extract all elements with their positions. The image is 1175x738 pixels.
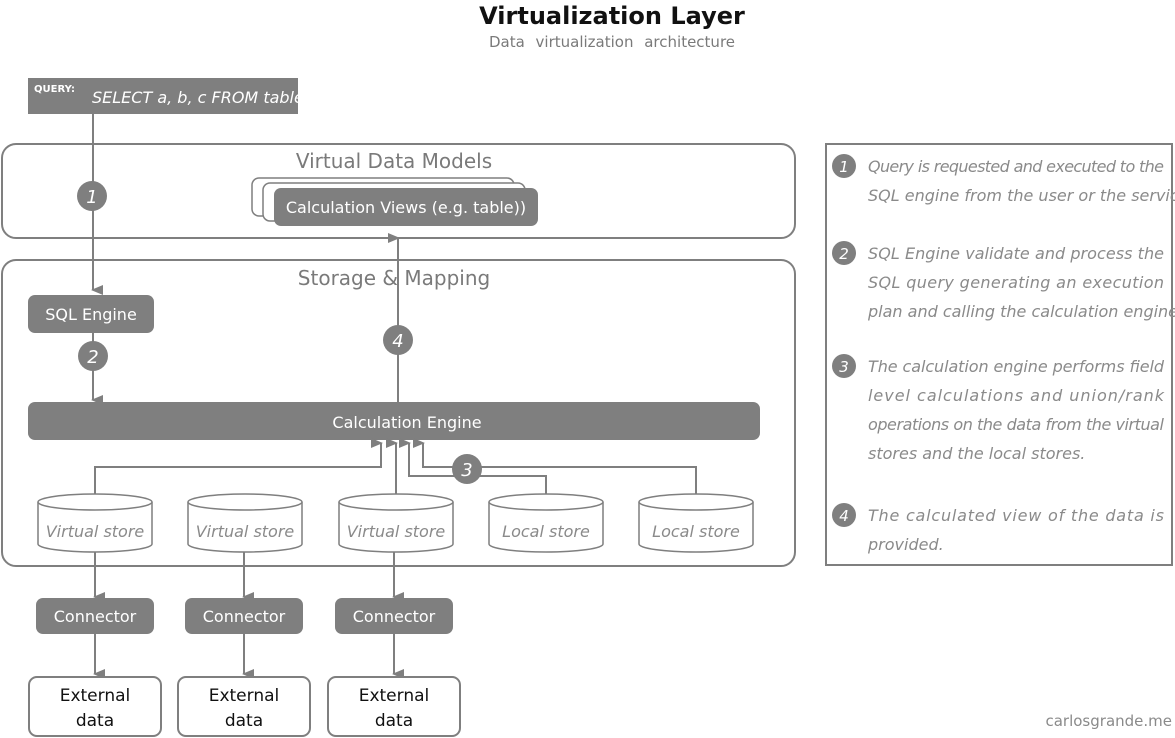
external-data-label: External xyxy=(60,686,131,706)
svg-text:1: 1 xyxy=(86,187,97,208)
badge-step-2: 2 xyxy=(78,341,108,371)
store-label: Virtual store xyxy=(196,522,295,541)
legend-panel xyxy=(825,143,1173,566)
external-data-box: External data xyxy=(327,676,461,737)
legend-item: 2 SQL Engine validate and process theSQL … xyxy=(832,241,1175,321)
query-label: QUERY: xyxy=(34,84,75,95)
storage-mapping-title: Storage & Mapping xyxy=(298,266,490,290)
sql-engine-label: SQL Engine xyxy=(45,305,137,324)
svg-text:2: 2 xyxy=(87,347,98,368)
external-data-box: External data xyxy=(28,676,162,737)
legend-text-line: Query is requested and executed to the xyxy=(868,157,1164,176)
flow-store-1 xyxy=(94,438,383,495)
svg-text:4: 4 xyxy=(839,507,849,525)
query-text: SELECT a, b, c FROM table xyxy=(92,88,304,107)
legend-item: 4 The calculated view of the data is provi… xyxy=(832,503,1164,554)
legend-text-line: stores and the local stores. xyxy=(868,444,1085,463)
store-cylinder: Virtual store xyxy=(187,493,303,553)
badge-step-1: 1 xyxy=(77,181,107,211)
legend-text-line: provided. xyxy=(867,535,944,554)
connector-box: Connector xyxy=(185,598,303,634)
legend-step-badge: 4 xyxy=(832,503,856,527)
legend-step-badge: 1 xyxy=(832,154,856,178)
badge-step-3: 3 xyxy=(452,454,482,484)
external-data-label: data xyxy=(225,711,263,731)
store-cylinder: Virtual store xyxy=(37,493,153,553)
store-cylinder: Local store xyxy=(638,493,754,553)
connector-box: Connector xyxy=(36,598,154,634)
legend-text-line: SQL Engine validate and process the xyxy=(868,244,1164,263)
external-data-label: External xyxy=(209,686,280,706)
connector-box: Connector xyxy=(335,598,453,634)
legend-text-line: The calculated view of the data is xyxy=(868,506,1164,525)
svg-text:1: 1 xyxy=(839,158,849,176)
legend-item: 3 The calculation engine performs field le… xyxy=(832,354,1165,463)
svg-text:3: 3 xyxy=(461,460,472,481)
external-data-label: External xyxy=(359,686,430,706)
calculation-engine-label: Calculation Engine xyxy=(332,413,481,432)
badge-step-4: 4 xyxy=(383,325,413,355)
flow-store-5 xyxy=(413,438,697,495)
virtual-data-models-title: Virtual Data Models xyxy=(296,149,492,173)
store-cylinder: Virtual store xyxy=(338,493,454,553)
legend-text-line: plan and calling the calculation engine. xyxy=(867,302,1175,321)
external-data-box: External data xyxy=(177,676,311,737)
store-cylinder: Local store xyxy=(488,493,604,553)
calculation-views-stack: Calculation Views (e.g. table)) xyxy=(251,177,538,226)
legend-step-badge: 2 xyxy=(832,241,856,265)
svg-text:2: 2 xyxy=(839,245,849,263)
connector-label: Connector xyxy=(203,607,286,626)
external-data-label: data xyxy=(76,711,114,731)
query-bar: QUERY: SELECT a, b, c FROM table xyxy=(28,78,304,114)
legend-text-line: SQL query generating an execution xyxy=(868,273,1164,292)
legend-text-line: SQL engine from the user or the service. xyxy=(868,186,1175,205)
svg-text:4: 4 xyxy=(392,331,403,352)
store-label: Virtual store xyxy=(347,522,446,541)
connector-label: Connector xyxy=(54,607,137,626)
page-subtitle: Data virtualization architecture xyxy=(489,33,735,51)
external-data-label: data xyxy=(375,711,413,731)
legend-item: 1 Query is requested and executed to theS… xyxy=(832,154,1175,205)
store-label: Local store xyxy=(652,522,740,541)
page-title: Virtualization Layer xyxy=(479,2,745,30)
calculation-engine-box: Calculation Engine xyxy=(28,402,760,440)
legend-text-line: level calculations and union/rank xyxy=(868,386,1165,405)
store-label: Virtual store xyxy=(46,522,145,541)
store-label: Local store xyxy=(502,522,590,541)
calculation-views-label: Calculation Views (e.g. table)) xyxy=(286,198,526,217)
connector-label: Connector xyxy=(353,607,436,626)
svg-text:3: 3 xyxy=(839,358,849,376)
sql-engine-box: SQL Engine xyxy=(28,295,154,333)
legend-text-line: The calculation engine performs field xyxy=(868,357,1165,376)
legend-text-line: operations on the data from the virtual xyxy=(868,415,1165,434)
legend-step-badge: 3 xyxy=(832,354,856,378)
credit-text: carlosgrande.me xyxy=(1045,712,1172,730)
